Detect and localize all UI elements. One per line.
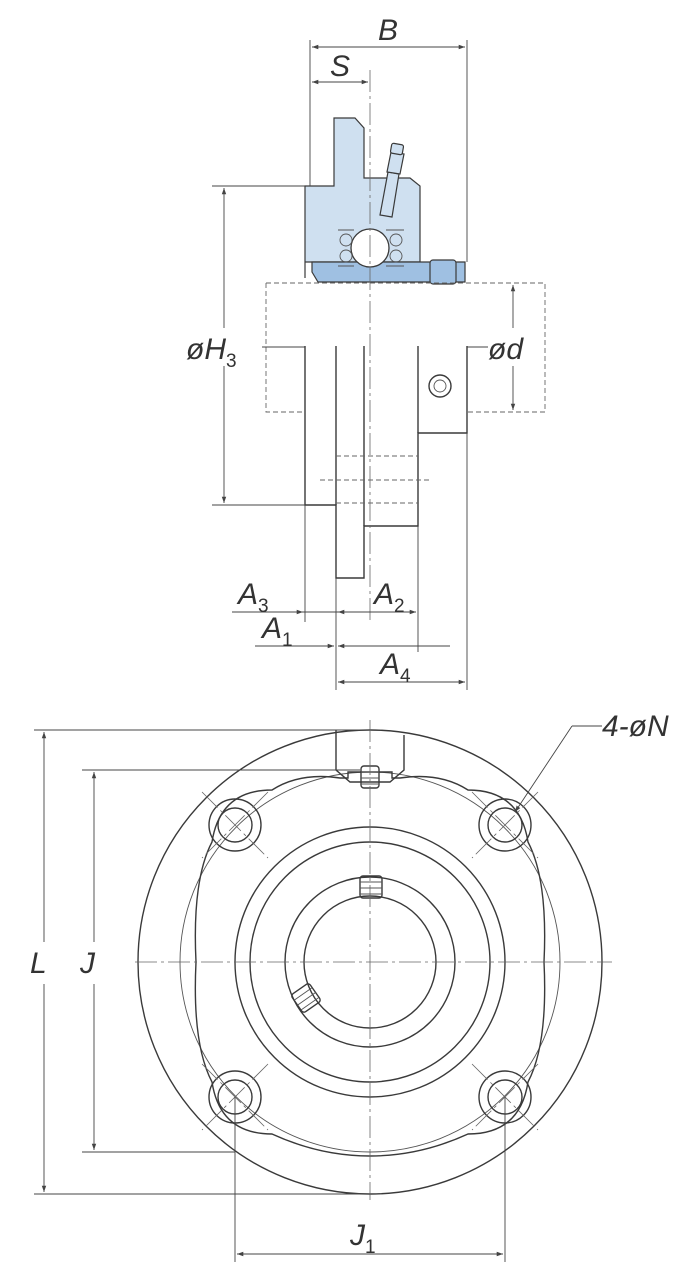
front-view: 4-øN L J J1: [30, 710, 669, 1262]
dim-d: ød: [467, 285, 524, 410]
shaft-phantom: [265, 282, 546, 413]
dim-A4: A4: [338, 648, 465, 687]
bolt-hole-tr: [471, 791, 539, 859]
label-S: S: [330, 50, 350, 83]
dim-J1: J1: [234, 1097, 506, 1262]
dim-B: B: [309, 14, 468, 262]
label-J: J: [79, 947, 96, 980]
bearing-insert-section: [304, 117, 466, 285]
side-view: B S øH3 ød: [186, 14, 546, 690]
dim-L: L: [30, 729, 370, 1195]
dim-A1: A1: [255, 612, 450, 651]
label-A2: A2: [372, 578, 405, 617]
label-B: B: [378, 14, 398, 47]
dim-N: 4-øN: [514, 710, 669, 813]
set-screw-left: [291, 983, 321, 1013]
label-A1: A1: [260, 612, 293, 651]
dim-S: S: [312, 50, 368, 85]
label-d: ød: [488, 333, 524, 366]
label-N: 4-øN: [602, 710, 669, 743]
bolt-hole-tl: [201, 791, 269, 859]
dim-extensions-bottom: [304, 433, 468, 690]
dim-A3-A2: A3 A2: [232, 578, 416, 617]
dim-J: J: [79, 769, 360, 1153]
label-J1: J1: [349, 1219, 376, 1258]
label-A4: A4: [378, 648, 411, 687]
housing-side-outline: [304, 346, 468, 579]
set-screw-top: [359, 875, 383, 899]
label-H3: øH3: [186, 333, 237, 372]
dim-H3: øH3: [186, 185, 305, 506]
label-L: L: [30, 947, 47, 980]
label-A3: A3: [236, 578, 269, 617]
